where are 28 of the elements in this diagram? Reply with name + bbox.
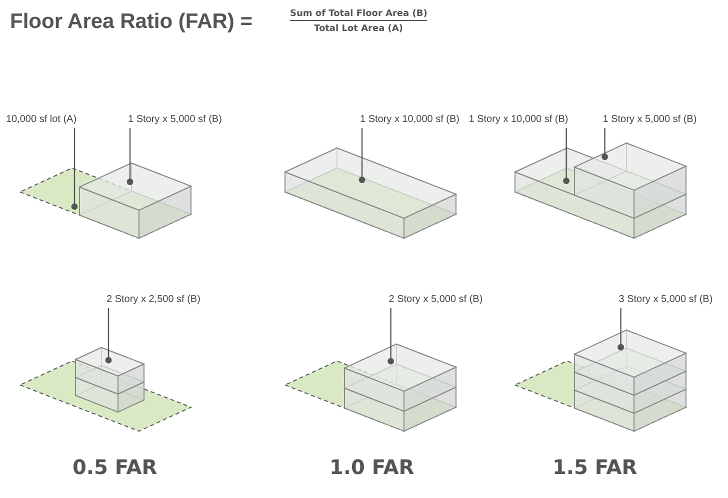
callout-label: 3 Story x 5,000 sf (B) [618, 294, 713, 306]
leader-line [388, 308, 394, 364]
leader-line [618, 308, 624, 350]
callout-label: 10,000 sf lot (A) [6, 114, 77, 126]
callout-label: 2 Story x 5,000 sf (B) [388, 294, 483, 306]
building-volume [573, 329, 688, 432]
leader-line [126, 128, 134, 185]
leader-line [358, 128, 366, 183]
building-volume [573, 142, 688, 219]
fraction-denominator: Total Lot Area (A) [314, 24, 403, 34]
building-volume [284, 147, 458, 239]
far-value: 1.5 FAR [552, 455, 638, 479]
leader-line [71, 128, 78, 210]
building-volume [343, 343, 458, 432]
leader-line [602, 128, 608, 160]
callout-label: 1 Story x 5,000 sf (B) [602, 114, 697, 126]
title: Floor Area Ratio (FAR) = [10, 10, 252, 34]
building-volume [74, 346, 146, 413]
leader-line [105, 308, 112, 364]
fraction-numerator: Sum of Total Floor Area (B) [290, 9, 428, 21]
callout-label: 1 Story x 5,000 sf (B) [128, 114, 222, 126]
callout-label: 2 Story x 2,500 sf (B) [106, 294, 200, 306]
callout-label: 1 Story x 10,000 sf (B) [468, 114, 568, 126]
far-value: 1.0 FAR [330, 455, 414, 479]
far-value: 0.5 FAR [72, 455, 158, 479]
callout-label: 1 Story x 10,000 sf (B) [360, 114, 460, 126]
leader-line [563, 128, 570, 184]
building-volume [78, 162, 192, 239]
